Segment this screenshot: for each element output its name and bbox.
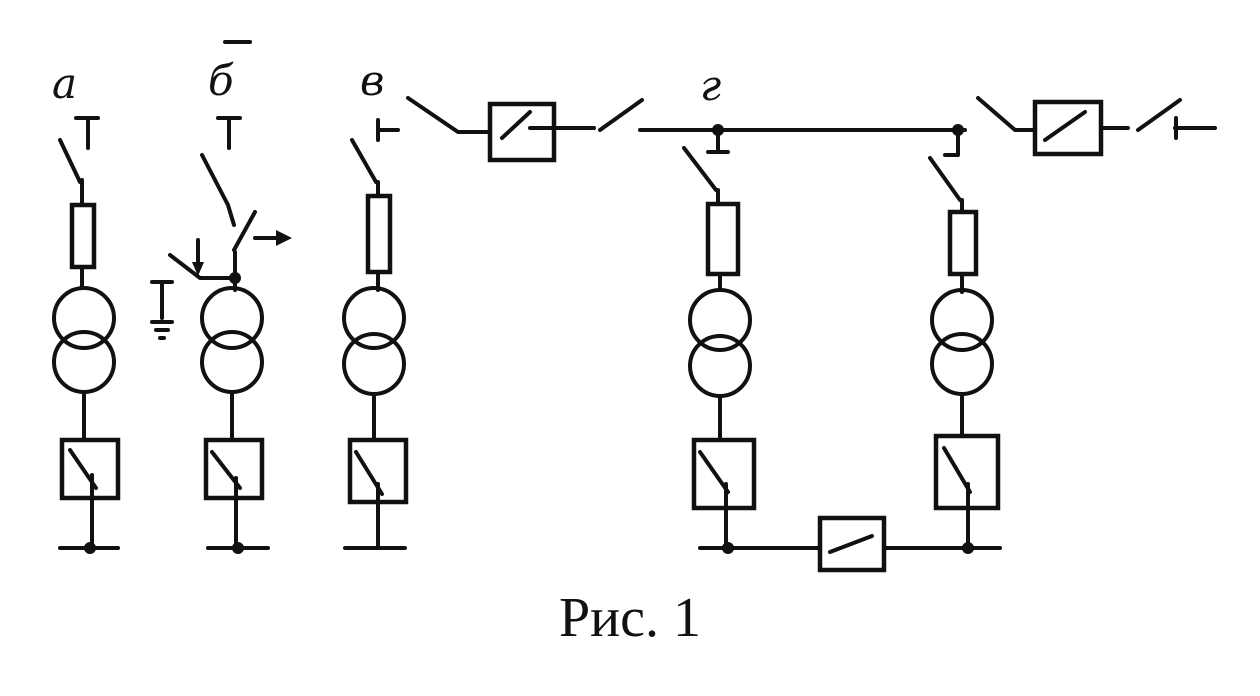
line-terminal-right — [1173, 116, 1217, 140]
short-circuiter-arrow-b — [276, 230, 292, 246]
scheme-b: б — [150, 40, 292, 554]
node-g-bottom-left — [722, 542, 734, 554]
transformer-winding-1-a — [52, 286, 116, 350]
line-breaker-left — [487, 101, 557, 163]
scheme-g: г — [406, 61, 1217, 573]
line-breaker-right — [1032, 99, 1104, 157]
line-terminal-v — [376, 118, 400, 142]
fuse-g-right — [947, 209, 979, 277]
grounding-switch-b — [168, 253, 237, 280]
line-terminal-a — [74, 116, 100, 150]
transformer-winding-2-a — [52, 330, 116, 394]
transformer-winding-2-v — [342, 332, 406, 396]
line-terminal-b — [216, 116, 242, 150]
line-disconnector-left — [406, 96, 492, 134]
transformer-winding-1-b — [200, 286, 264, 350]
fuse-v — [365, 193, 393, 275]
fuse-a — [69, 202, 97, 270]
transformer-g-left-winding-2 — [688, 334, 752, 398]
transformer-g-right-winding-2 — [930, 332, 994, 396]
label-v: в — [360, 56, 384, 105]
node-a — [84, 542, 96, 554]
transformer-g-right-winding-1 — [930, 288, 994, 352]
label-a: а — [52, 59, 77, 108]
transformer-g-left-winding-1 — [688, 288, 752, 352]
disconnector-g-right — [928, 156, 962, 202]
ground-icon — [150, 320, 174, 340]
fuse-g-left — [705, 201, 741, 277]
line-disconnector-right — [976, 96, 1037, 132]
disconnector-right-2 — [1136, 98, 1182, 132]
node-b — [232, 542, 244, 554]
scheme-a: а — [52, 59, 121, 554]
short-circuiter-b — [232, 210, 257, 252]
node-g-bottom-right — [962, 542, 974, 554]
disconnector-v — [350, 138, 378, 184]
label-g: г — [700, 61, 721, 110]
figure-caption: Рис. 1 — [559, 587, 701, 649]
disconnector-a — [58, 138, 82, 184]
label-b: б — [208, 56, 234, 105]
scheme-v: в — [342, 56, 409, 550]
disconnector-b — [200, 153, 236, 227]
disconnector-left-2 — [598, 98, 644, 132]
transformer-winding-1-v — [342, 286, 406, 350]
disconnector-g-left — [682, 146, 718, 192]
transformer-winding-2-b — [200, 330, 264, 394]
